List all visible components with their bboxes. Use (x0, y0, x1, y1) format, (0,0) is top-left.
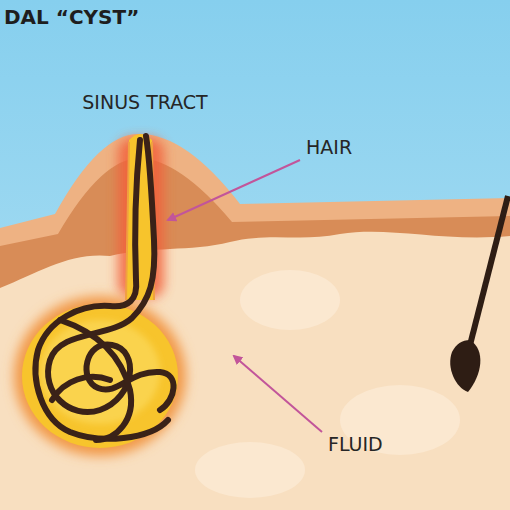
part-label: HAIR (306, 137, 352, 158)
leader-line (168, 160, 300, 220)
epidermis (0, 134, 510, 510)
hair (36, 136, 174, 440)
dermis (0, 158, 510, 510)
hair (470, 196, 508, 345)
fat-blob (240, 270, 340, 330)
part-label: SINUS TRACT (82, 92, 207, 113)
fat-blob (195, 442, 305, 498)
inflammation (14, 296, 186, 456)
part-label: FLUID (328, 434, 383, 455)
fat-layer (0, 232, 510, 510)
diagram-title: DAL “CYST” (4, 6, 139, 28)
leader-line (234, 356, 322, 432)
hair-bulb (450, 340, 480, 392)
